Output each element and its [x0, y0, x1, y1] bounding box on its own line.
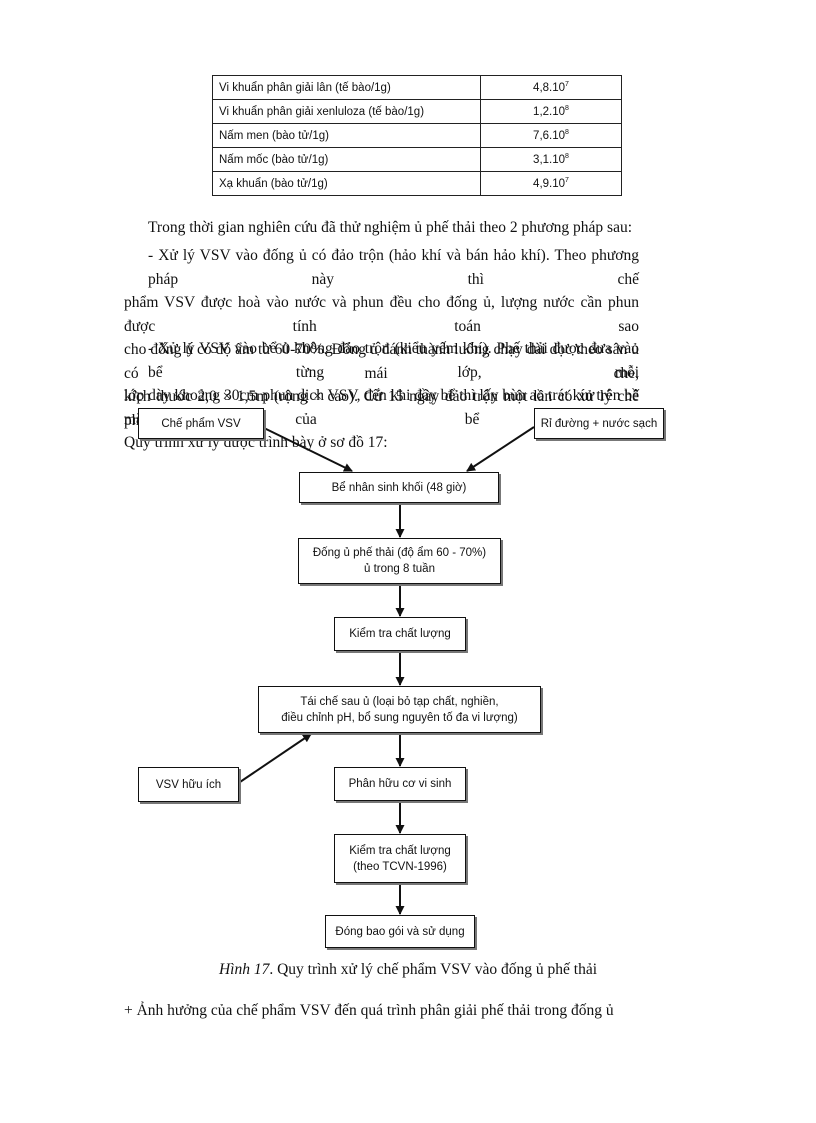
table-cell-value: 4,9.107 [480, 171, 622, 196]
figure-number: Hình 17 [218, 961, 270, 978]
table-row: Xạ khuẩn (bào tử/1g) 4,9.107 [212, 171, 622, 196]
box-label: Phân hữu cơ vi sinh [348, 778, 452, 790]
box-label-line: điều chỉnh pH, bổ sung nguyên tố đa vi l… [281, 711, 518, 724]
table-cell-value: 7,6.108 [480, 123, 622, 148]
value-exponent: 7 [565, 176, 569, 184]
value-exponent: 8 [565, 104, 569, 112]
section-note: + Ảnh hưởng của chế phẩm VSV đến quá trì… [124, 1002, 614, 1019]
table-cell-value: 3,1.108 [480, 147, 622, 172]
box-tai-che-sau-u: Tái chế sau ủ (loại bỏ tạp chất, nghiền,… [258, 686, 541, 733]
box-label: Đóng bao gói và sử dụng [335, 925, 465, 938]
arrow-vsv-huu-ich-to-tai-che [239, 733, 312, 783]
table-cell-value: 4,8.107 [480, 75, 622, 100]
box-kiem-tra-tcvn: Kiểm tra chất lượng (theo TCVN-1996) [334, 834, 466, 883]
box-vsv-huu-ich: VSV hữu ích [138, 767, 239, 802]
value-base: 3,1.10 [533, 153, 566, 166]
table-cell-label: Nấm men (bào tử/1g) [212, 123, 481, 148]
table-row: Nấm men (bào tử/1g) 7,6.108 [212, 123, 622, 148]
box-dong-u-phe-thai: Đống ủ phế thải (độ ẩm 60 - 70%) ủ trong… [298, 538, 501, 584]
table-row: Vi khuẩn phân giải lân (tế bào/1g) 4,8.1… [212, 75, 622, 100]
box-kiem-tra-chat-luong: Kiểm tra chất lượng [334, 617, 466, 651]
paragraph-line: - Xử lý VSV vào bể ủ không đảo trộn (kiể… [148, 340, 639, 381]
value-exponent: 7 [565, 80, 569, 88]
value-base: 4,8.10 [533, 81, 566, 94]
table-cell-label: Xạ khuẩn (bào tử/1g) [212, 171, 481, 196]
box-label: Bể nhân sinh khối (48 giờ) [331, 481, 467, 494]
box-dong-bao-goi: Đóng bao gói và sử dụng [325, 915, 475, 948]
paragraph-line: phẩm VSV được hoà vào nước và phun đều c… [124, 294, 639, 335]
table-cell-label: Vi khuẩn phân giải lân (tế bào/1g) [212, 75, 481, 100]
intro-paragraph: Trong thời gian nghiên cứu đã thử nghiệm… [148, 219, 633, 236]
value-base: 1,2.10 [533, 105, 566, 118]
box-ri-duong: Rỉ đường + nước sạch [534, 408, 664, 439]
box-label-line: Đống ủ phế thải (độ ẩm 60 - 70%) [312, 547, 487, 559]
table-cell-label: Nấm mốc (bào tử/1g) [212, 147, 481, 172]
box-label-line: ủ trong 8 tuần [364, 563, 435, 575]
paragraph-line: cho đống ủ có độ ẩm từ 60-70%. Đống ủ đá… [124, 341, 639, 382]
box-label: Kiểm tra chất lượng [349, 628, 451, 640]
value-base: 7,6.10 [533, 129, 566, 142]
figure-caption: Hình 17. Quy trình xử lý chế phẩm VSV và… [0, 961, 816, 979]
value-exponent: 8 [565, 152, 569, 160]
value-exponent: 8 [565, 128, 569, 136]
box-be-nhan-sinh-khoi: Bể nhân sinh khối (48 giờ) [299, 472, 499, 503]
box-label-line: Kiểm tra chất lượng [349, 844, 451, 857]
figure-caption-text: . Quy trình xử lý chế phẩm VSV vào đống … [269, 961, 598, 978]
box-label-line: Tái chế sau ủ (loại bỏ tạp chất, nghiền, [300, 695, 499, 708]
table-cell-value: 1,2.108 [480, 99, 622, 124]
paragraph-line: - Xử lý VSV vào đống ủ có đảo trộn (hảo … [148, 247, 639, 288]
box-label-line: (theo TCVN-1996) [353, 860, 447, 873]
box-label: VSV hữu ích [155, 778, 222, 791]
table-cell-label: Vi khuẩn phân giải xenluloza (tế bào/1g) [212, 99, 481, 124]
box-label: Rỉ đường + nước sạch [540, 417, 658, 430]
box-label: Chế phẩm VSV [161, 417, 241, 430]
table-row: Vi khuẩn phân giải xenluloza (tế bào/1g)… [212, 99, 622, 124]
table-row: Nấm mốc (bào tử/1g) 3,1.108 [212, 147, 622, 172]
value-base: 4,9.10 [533, 177, 566, 190]
box-phan-huu-co-vi-sinh: Phân hữu cơ vi sinh [334, 767, 466, 801]
box-che-pham-vsv: Chế phẩm VSV [138, 408, 264, 439]
microbe-table: Vi khuẩn phân giải lân (tế bào/1g) 4,8.1… [212, 75, 622, 196]
